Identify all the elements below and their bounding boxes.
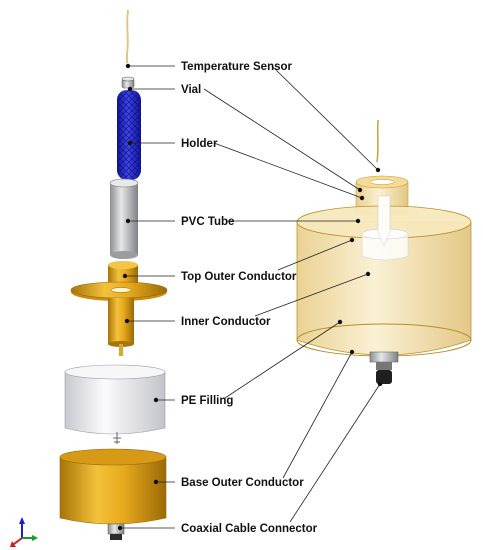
connector-pin-part xyxy=(113,432,121,444)
holder-part xyxy=(117,90,141,180)
pvc-tube-part xyxy=(109,178,139,259)
label-holder: Holder xyxy=(181,138,218,150)
label-top-outer-conductor: Top Outer Conductor xyxy=(181,271,297,283)
temperature-sensor-part xyxy=(126,9,129,63)
label-vial: Vial xyxy=(181,84,201,96)
label-coaxial-cable-connector: Coaxial Cable Connector xyxy=(181,523,318,535)
inner-conductor-part xyxy=(108,298,134,356)
label-pvc-tube: PVC Tube xyxy=(181,216,234,228)
axis-triad-icon xyxy=(10,517,38,547)
label-pe-filling: PE Filling xyxy=(181,395,233,407)
top-outer-conductor-part xyxy=(70,261,168,301)
label-inner-conductor: Inner Conductor xyxy=(181,316,271,328)
leader-dots xyxy=(117,63,383,531)
label-base-outer-conductor: Base Outer Conductor xyxy=(181,477,304,489)
leader-lines xyxy=(120,65,381,529)
label-temperature-sensor: Temperature Sensor xyxy=(181,61,293,73)
vial-part xyxy=(121,76,135,89)
base-outer-conductor-part xyxy=(59,448,167,525)
pe-filling-part xyxy=(64,364,166,435)
coaxial-cable-connector-part xyxy=(107,523,125,540)
